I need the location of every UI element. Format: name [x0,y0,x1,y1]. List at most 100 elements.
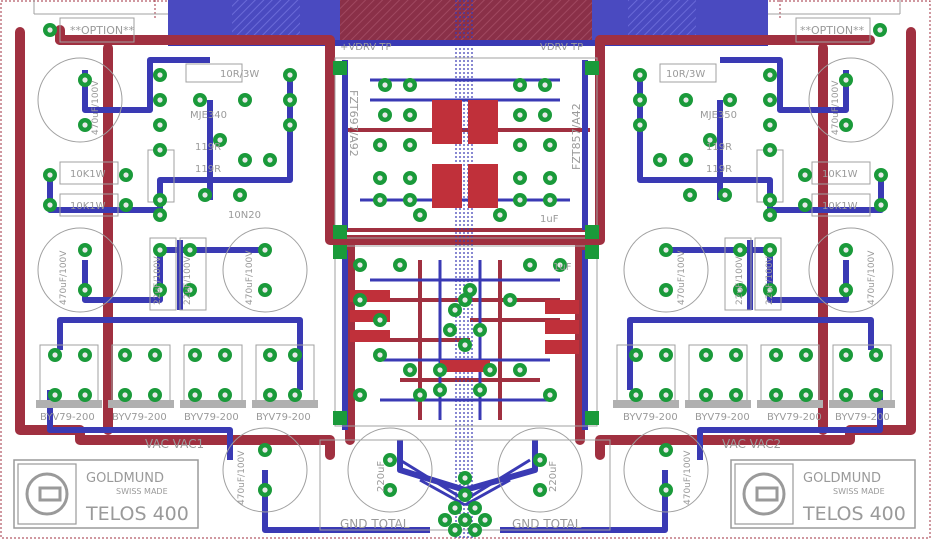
pcb-pad-hole [447,327,453,333]
pcb-pad-hole [843,247,849,253]
pad-array [43,23,888,537]
right-r10k1w-a: 10K1W [822,169,858,180]
pcb-pad-hole [377,175,383,181]
pcb-pad-hole [407,175,413,181]
pcb-pad-hole [663,487,669,493]
pcb-pad-hole [663,287,669,293]
pcb-pad-hole [152,392,158,398]
pcb-pad-hole [663,352,669,358]
logo-left-model: TELOS 400 [85,503,189,525]
logo-left-brand: GOLDMUND [86,471,164,486]
vac-label-right: VAC VAC2 [722,437,781,451]
pcb-pad-hole [527,262,533,268]
left-c470uf-c: 470uF/100V [245,250,255,305]
right-c470uf-a: 470uF/100V [831,80,841,135]
pcb-pad-hole [47,172,53,178]
pcb-pad-hole [507,297,513,303]
pcb-pad-hole [547,142,553,148]
pcb-pad-hole [267,157,273,163]
logo-right-tagline: SWISS MADE [833,487,885,496]
pcb-pad-hole [157,197,163,203]
left-c470uf-a: 470uF/100V [91,80,101,135]
right-r10r3w: 10R/3W [666,69,705,80]
right-r119a: 119R [706,142,732,153]
pcb-pad-hole [157,72,163,78]
pcb-pad-hole [382,112,388,118]
pcb-pad-hole [82,352,88,358]
pcb-pad-hole [487,367,493,373]
pcb-pad-hole [633,352,639,358]
pcb-pad-hole [222,352,228,358]
center-c220-right: 220uF [548,461,559,492]
pcb-pad-hole [407,82,413,88]
pcb-pad-hole [262,447,268,453]
pcb-pad-hole [877,27,883,33]
pcb-pad-hole [357,262,363,268]
pcb-pad-hole [197,97,203,103]
pcb-pad-hole [873,352,879,358]
pcb-pad-hole [547,175,553,181]
pcb-pad-hole [452,505,458,511]
logo-left: GOLDMUND SWISS MADE TELOS 400 [13,459,199,529]
pcb-pad-hole [537,487,543,493]
pcb-pad-hole [187,287,193,293]
pcb-pad-hole [287,122,293,128]
pcb-square-pad [585,245,599,259]
left-diode-3: BYV79-200 [184,412,239,423]
pcb-pad-hole [878,172,884,178]
pcb-pad-hole [157,122,163,128]
pcb-pad-hole [477,387,483,393]
pcb-pad-hole [637,72,643,78]
pcb-pad-hole [843,287,849,293]
pcb-pad-hole [292,352,298,358]
pcb-pad-hole [377,197,383,203]
pcb-pad-hole [377,142,383,148]
pcb-pad-hole [442,517,448,523]
pcb-pad-hole [267,352,273,358]
pcb-pad-hole [407,367,413,373]
pcb-pad-hole [267,392,273,398]
pcb-square-pad [585,61,599,75]
pcb-pad-hole [472,505,478,511]
pcb-pad-hole [537,457,543,463]
logo-right-brand: GOLDMUND [803,471,881,486]
pcb-pad-hole [52,392,58,398]
pcb-pad-hole [123,202,129,208]
pcb-pad-hole [82,287,88,293]
pcb-pad-hole [382,82,388,88]
pcb-pad-hole [703,392,709,398]
right-c22uf-a: 22uF/100V [735,255,745,305]
left-r10k1w-b: 10K1W [70,201,106,212]
pcb-pad-hole [517,142,523,148]
pcb-pad-hole [467,287,473,293]
pcb-pad-hole [767,122,773,128]
pcb-pad-hole [357,297,363,303]
pcb-square-pad [585,225,599,239]
pcb-pad-hole [517,82,523,88]
gnd-label-left: GND TOTAL [340,517,410,531]
pcb-pad-hole [517,175,523,181]
pcb-pad-hole [237,192,243,198]
pcb-pad-hole [123,172,129,178]
pcb-pad-hole [517,112,523,118]
gnd-label-right: GND TOTAL [512,517,582,531]
pcb-pad-hole [417,212,423,218]
pcb-pad-hole [767,197,773,203]
pcb-pad-hole [462,475,468,481]
pcb-pad-hole [482,517,488,523]
pcb-pad-hole [767,72,773,78]
logo-right-model: TELOS 400 [802,503,906,525]
left-r10k1w-a: 10K1W [70,169,106,180]
pcb-pad-hole [82,122,88,128]
board-labels: **OPTION** **OPTION** +VDRV TP VDRV TP F… [40,24,890,531]
left-diode-1: BYV79-200 [40,412,95,423]
pcb-pad-hole [417,392,423,398]
pcb-pad-hole [462,492,468,498]
pcb-pad-hole [222,392,228,398]
right-c470uf-c: 470uF/100V [677,250,687,305]
pcb-pad-hole [377,352,383,358]
pcb-square-pad [585,411,599,425]
pcb-pad-hole [547,392,553,398]
fzt-label-right: FZT857/A42 [570,103,583,170]
pcb-pad-hole [407,197,413,203]
